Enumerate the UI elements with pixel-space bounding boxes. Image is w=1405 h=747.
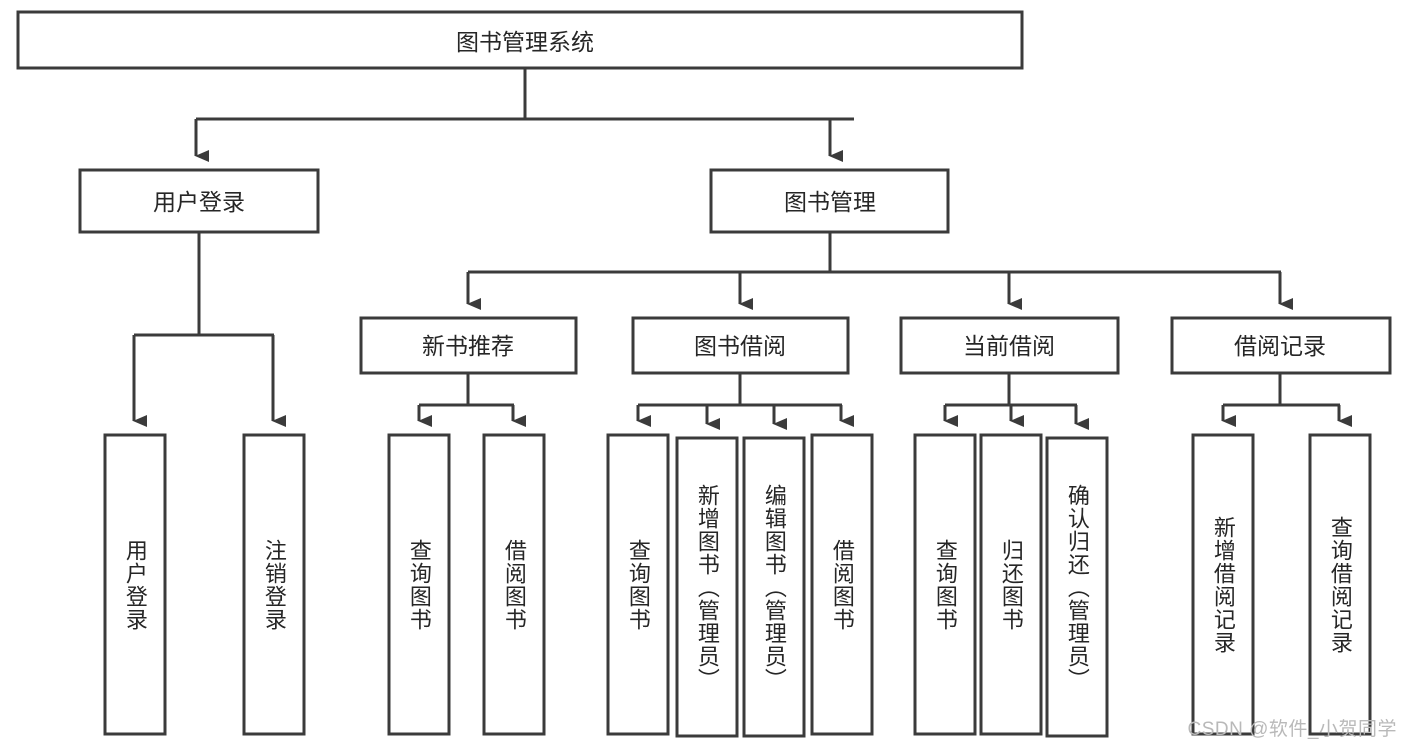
node-user-login-label: 用户登录 — [153, 189, 245, 215]
leaf-box-confirm-return[interactable] — [1045, 436, 1109, 738]
node-current-borrow-label: 当前借阅 — [963, 333, 1055, 359]
leaf-box-edit-book[interactable] — [742, 436, 806, 738]
leaf-box-query-book-2[interactable] — [606, 433, 670, 736]
leaf-box-query-book-3[interactable] — [913, 433, 977, 736]
node-borrow-record[interactable]: 借阅记录 — [1170, 316, 1392, 375]
node-current-borrow[interactable]: 当前借阅 — [899, 316, 1120, 375]
node-new-book-recommend[interactable]: 新书推荐 — [359, 316, 578, 375]
connector-book-manage-to-groups — [466, 232, 1293, 310]
node-book-manage-label: 图书管理 — [784, 189, 876, 215]
leaf-box-user-login[interactable] — [103, 433, 167, 736]
node-book-borrow-label: 图书借阅 — [694, 333, 786, 359]
connector-borrow-record-to-leaves — [1221, 373, 1352, 427]
csdn-watermark: CSDN @软件_小贺同学 — [1187, 719, 1397, 740]
node-new-book-recommend-label: 新书推荐 — [422, 333, 514, 359]
node-root[interactable]: 图书管理系统 — [16, 10, 1024, 70]
connector-root-to-level2 — [194, 68, 854, 162]
leaf-box-logout-login[interactable] — [242, 433, 306, 736]
leaf-box-borrow-book-1[interactable] — [482, 433, 546, 736]
leaf-box-add-record[interactable] — [1191, 433, 1255, 736]
node-borrow-record-label: 借阅记录 — [1234, 333, 1326, 359]
node-root-label: 图书管理系统 — [456, 29, 594, 55]
leaf-box-return-book[interactable] — [979, 433, 1043, 736]
connector-user-login-to-leaves — [132, 232, 286, 427]
leaf-box-query-book-1[interactable] — [387, 433, 451, 736]
node-book-borrow[interactable]: 图书借阅 — [631, 316, 850, 375]
node-book-manage[interactable]: 图书管理 — [709, 168, 950, 234]
leaf-box-query-record[interactable] — [1308, 433, 1372, 736]
connector-book-borrow-to-leaves — [636, 373, 854, 430]
connector-new-book-recommend-to-leaves — [417, 373, 526, 427]
leaf-box-borrow-book-2[interactable] — [810, 433, 874, 736]
node-user-login[interactable]: 用户登录 — [78, 168, 320, 234]
connector-current-borrow-to-leaves — [943, 373, 1089, 430]
leaf-box-add-book[interactable] — [675, 436, 739, 738]
